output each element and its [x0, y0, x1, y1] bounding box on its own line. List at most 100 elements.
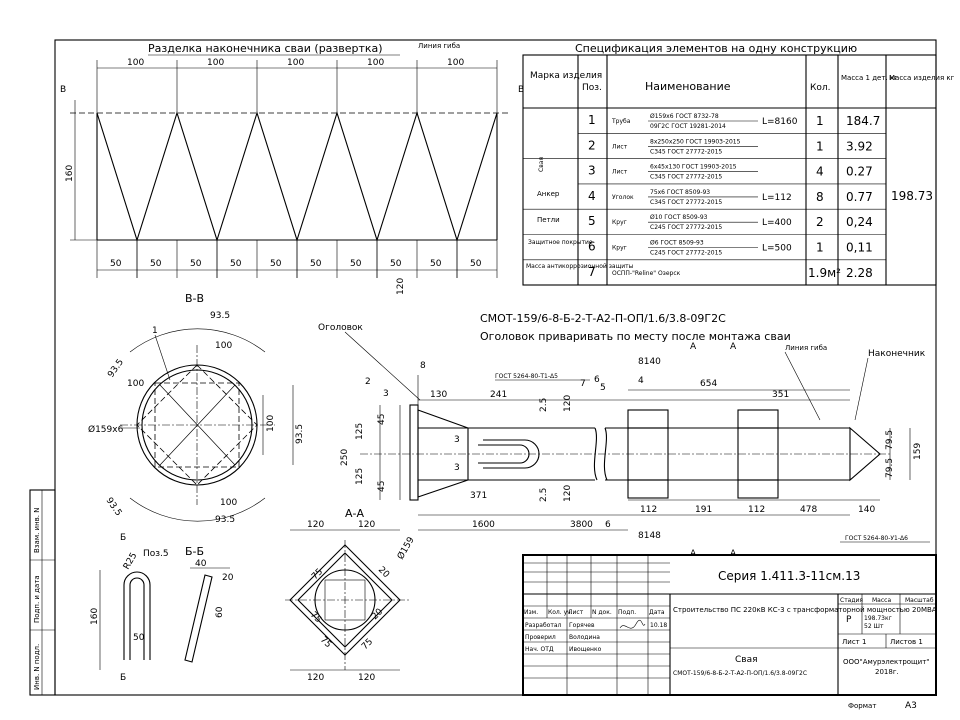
spec-h-name: Наименование [645, 80, 731, 93]
spec-kind: Круг [612, 245, 627, 252]
unfold-bottom-dim: 50 [430, 259, 442, 269]
tb-mass-sub: 52 Шт [864, 623, 884, 630]
tb-series: Серия 1.411.3-11см.13 [718, 569, 860, 583]
dim-130: 130 [430, 390, 447, 400]
spec-len: L=500 [762, 244, 792, 254]
spec-h-pos: Поз. [582, 83, 602, 93]
spec-pos: 6 [588, 240, 596, 254]
dim-8140: 8140 [638, 357, 661, 367]
spec-mass: 0.27 [846, 165, 873, 179]
spec-title: Спецификация элементов на одну конструкц… [575, 42, 857, 55]
spec-kind: Лист [612, 169, 628, 176]
vv-dim-6: 93.5 [104, 496, 124, 518]
spec-h-mark: Марка изделия [530, 71, 602, 81]
vv-dim-7: 100 [220, 498, 237, 508]
spec-line1: Ø10 ГОСТ 8509-93 [650, 214, 708, 221]
dim-3b: 3 [454, 463, 460, 473]
label-bend-line: Линия гиба [785, 344, 827, 352]
tb-head-col: Лист [568, 609, 584, 616]
unfold-view: Разделка наконечника сваи (развертка) Ли… [60, 42, 524, 278]
vv-dim-1: 100 [215, 341, 232, 351]
dim-120v: 120 [396, 278, 406, 295]
tb-head-col: Подп. [618, 609, 636, 616]
unfold-section-mark-right: В [518, 85, 524, 95]
dim-3a: 3 [454, 435, 460, 445]
spec-kind: Уголок [612, 194, 634, 201]
spec-line1: Ø159х6 ГОСТ 8732-78 [650, 113, 719, 120]
label-head: Оголовок [318, 323, 363, 333]
callout-4: 4 [638, 376, 644, 386]
unfold-title: Разделка наконечника сваи (развертка) [148, 42, 383, 55]
section-vv: В-В 93.5 100 93.5 100 100 93.5 93.5 100 … [88, 292, 305, 525]
tb-role-date: 10.18 [650, 622, 667, 629]
pile-note: Оголовок приваривать по месту после монт… [480, 330, 791, 343]
dim-112a: 112 [640, 505, 657, 515]
unfold-top-dim: 100 [287, 58, 304, 68]
tb-stage-h: Стадия [840, 597, 863, 604]
dim-371: 371 [470, 491, 487, 501]
spec-group-svaya: Свая [538, 157, 545, 172]
spec-qty: 8 [816, 190, 824, 204]
callout-3: 3 [383, 389, 389, 399]
tb-mass-h: Масса [872, 597, 891, 604]
spec-kind: Круг [612, 219, 627, 226]
spec-len: L=400 [762, 218, 792, 228]
unfold-bottom-dim: 50 [310, 259, 322, 269]
signature [619, 619, 646, 629]
spec-mass: 0.77 [846, 190, 873, 204]
tb-format: А3 [905, 701, 917, 711]
spec-line1: 75х6 ГОСТ 8509-93 [650, 189, 710, 196]
section-a-mark-2: А [730, 342, 737, 352]
vv-dim-4: 100 [266, 415, 276, 432]
dim-79-5a: 79.5 [885, 430, 895, 450]
spec-pos: 1 [588, 113, 596, 127]
dim-241: 241 [490, 390, 507, 400]
spec-mass: 0,11 [846, 241, 873, 255]
vv-dim-5: 93.5 [295, 424, 305, 444]
spec-len: L=8160 [762, 117, 798, 127]
unfold-top-dim: 100 [127, 58, 144, 68]
vv-dim-2: 93.5 [106, 358, 126, 380]
dim-351: 351 [772, 390, 789, 400]
spec-kind: ОСПП-"Reline" Озерск [612, 270, 681, 277]
dim-3800: 3800 [570, 520, 593, 530]
gost-top: ГОСТ 5264-80-Т1-Δ5 [495, 373, 558, 380]
dim-159: 159 [913, 443, 923, 460]
tb-item-code: СМОТ-159/6-8-Б-2-Т-А2-П-ОП/1.6/3.8-09Г2С [673, 670, 807, 677]
side-stamp-frame [29, 489, 56, 696]
tb-head-col: Дата [649, 609, 665, 616]
callout-6: 6 [594, 375, 600, 385]
tb-role: Проверил [525, 634, 556, 641]
spec-group-coat: Защитное покрытие [528, 239, 593, 246]
tb-sheet: Лист 1 [842, 638, 866, 646]
dim-120b: 120 [563, 485, 573, 502]
aa-dim-4: 75 [318, 635, 333, 650]
pile-code: СМОТ-159/6-8-Б-2-Т-А2-П-ОП/1.6/3.8-09Г2С [480, 312, 726, 325]
spec-kind: Лист [612, 143, 628, 150]
tb-item: Свая [735, 655, 758, 665]
spec-line1: Ø6 ГОСТ 8509-93 [650, 240, 704, 247]
dim-120a: 120 [563, 395, 573, 412]
spec-qty: 1 [816, 139, 824, 153]
spec-line2: 09Г2С ГОСТ 19281-2014 [650, 123, 726, 130]
tb-format-label: Формат [848, 702, 876, 710]
dim-191: 191 [695, 505, 712, 515]
tb-year: 2018г. [875, 668, 899, 676]
vv-diameter: Ø159х6 [88, 424, 124, 435]
section-bb2: Б-Б 40 20 60 [184, 545, 234, 663]
spec-line2: С245 ГОСТ 27772-2015 [650, 250, 722, 257]
stamp-podp-data: Подп. и дата [33, 575, 41, 623]
pos5-title: Поз.5 [143, 549, 169, 559]
tb-project: Строительство ПС 220кВ КС-3 с трансформа… [673, 606, 937, 614]
tb-company: ООО"Амурэлектрощит" [843, 658, 930, 666]
spec-mass: 0,24 [846, 215, 873, 229]
tb-role-name: Горячев [569, 622, 595, 629]
callout-7: 7 [580, 379, 586, 389]
tb-sheets: Листов 1 [890, 638, 923, 646]
dim-112b: 112 [748, 505, 765, 515]
spec-line1: 6х45х130 ГОСТ 19903-2015 [650, 164, 737, 171]
dim-45a: 45 [377, 414, 387, 425]
